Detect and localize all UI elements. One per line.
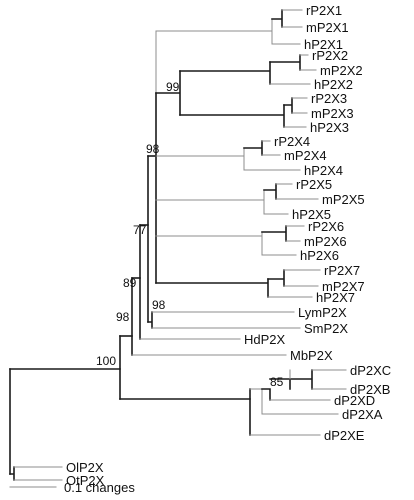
taxon-label: hP2X3 — [310, 120, 349, 135]
taxon-labels: rP2X1 mP2X1 hP2X1 rP2X2 mP2X2 hP2X2 rP2X… — [66, 3, 391, 488]
p2x6-node — [155, 231, 263, 256]
bootstrap-value: 98 — [146, 142, 160, 156]
taxon-label: HdP2X — [244, 332, 286, 347]
taxon-label: OtP2X — [66, 473, 105, 488]
p2x7-node — [155, 278, 269, 298]
taxon-label: mP2X1 — [306, 20, 349, 35]
bootstrap-values: 99 98 77 89 98 98 100 85 — [96, 80, 284, 389]
taxon-label: OlP2X — [66, 460, 104, 475]
taxon-label: mP2X7 — [322, 279, 365, 294]
taxon-label: rP2X4 — [274, 134, 310, 149]
taxon-label: mP2X4 — [284, 148, 327, 163]
bootstrap-value: 98 — [152, 298, 166, 312]
taxon-label: rP2X1 — [306, 3, 342, 18]
p2x2-rm-node — [269, 54, 301, 71]
p2x4-node — [155, 147, 245, 171]
taxon-label: hP2X2 — [314, 77, 353, 92]
p2x5-rm-node — [263, 183, 277, 200]
bootstrap-value: 100 — [96, 354, 116, 368]
p2x3-tips — [283, 97, 308, 128]
taxon-label: hP2X7 — [316, 290, 355, 305]
taxon-label: mP2X5 — [322, 192, 365, 207]
taxon-label: hP2X1 — [304, 37, 343, 52]
taxon-label: SmP2X — [304, 321, 348, 336]
bootstrap-value: 85 — [270, 375, 284, 389]
bootstrap-value: 89 — [123, 276, 137, 290]
taxon-label: dP2XD — [334, 393, 375, 408]
node-99 — [155, 70, 181, 116]
p2x6-tips — [261, 225, 305, 256]
taxon-label: mP2X6 — [304, 234, 347, 249]
taxon-label: hP2X5 — [292, 207, 331, 222]
taxon-label: dP2XE — [324, 428, 365, 443]
p2x2-node — [179, 61, 271, 85]
taxon-label: rP2X7 — [324, 263, 360, 278]
p2x4-tips — [243, 140, 301, 171]
dp2xcb-tips — [311, 369, 347, 390]
taxon-label: rP2X3 — [311, 91, 347, 106]
p2x7-tips — [267, 269, 321, 298]
taxon-label: mP2X2 — [320, 63, 363, 78]
p2x5-node — [155, 189, 265, 215]
bootstrap-value: 77 — [133, 223, 147, 237]
taxon-label: dP2XC — [350, 363, 391, 378]
taxon-label: MbP2X — [290, 348, 333, 363]
dp2x-85-node — [261, 388, 271, 401]
taxon-label: rP2X5 — [296, 177, 332, 192]
tree-branches — [9, 9, 347, 481]
taxon-label: LymP2X — [298, 305, 347, 320]
taxon-label: mP2X3 — [311, 106, 354, 121]
lym-sm-tips — [151, 311, 301, 329]
p2x7-rm-node — [267, 269, 285, 287]
p2x1-rm-node — [271, 9, 283, 28]
p2x4-rm-node — [243, 140, 263, 156]
scale-bar: 0.1 changes — [9, 480, 135, 495]
bootstrap-value: 98 — [116, 310, 130, 324]
taxon-label: rP2X6 — [308, 219, 344, 234]
outgroup-branch — [9, 466, 15, 481]
p2x1-node — [155, 18, 273, 45]
taxon-label: dP2XA — [342, 407, 383, 422]
taxon-label: hP2X6 — [300, 248, 339, 263]
p2x2-tips — [269, 54, 317, 85]
node-98b — [147, 311, 153, 329]
p2x1-tips — [271, 9, 303, 45]
p2x3-rm-node — [283, 97, 293, 114]
taxon-label: hP2X4 — [304, 163, 343, 178]
p2x5-tips — [263, 183, 319, 215]
taxon-label: rP2X2 — [312, 48, 348, 63]
outgroup-tips — [13, 466, 63, 481]
dp2x-inner — [249, 388, 263, 415]
scale-bar-label: 0.1 changes — [64, 480, 135, 495]
p2x3-node — [179, 104, 285, 128]
p2x6-rm-node — [261, 225, 287, 242]
bootstrap-value: 99 — [166, 80, 180, 94]
taxon-label: dP2XB — [350, 382, 390, 397]
